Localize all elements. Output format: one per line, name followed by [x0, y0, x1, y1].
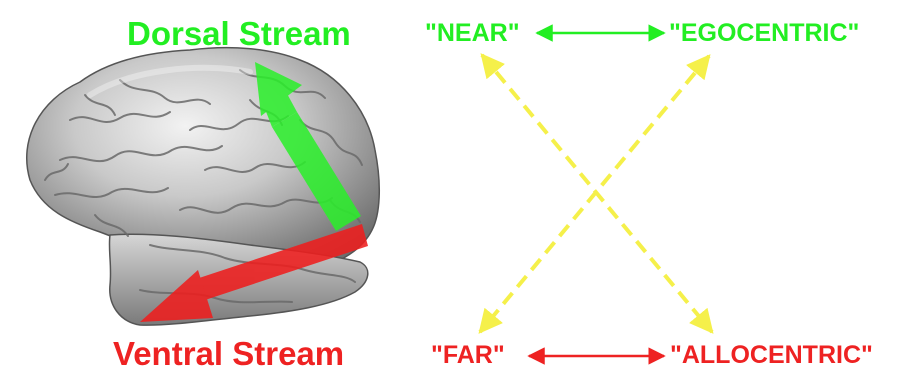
egocentric-far-link — [480, 56, 709, 332]
far-label: "FAR" — [431, 343, 505, 368]
dorsal-stream-title: Dorsal Stream — [127, 17, 351, 50]
egocentric-label: "EGOCENTRIC" — [669, 21, 859, 46]
allocentric-label: "ALLOCENTRIC" — [670, 343, 873, 368]
ventral-stream-title: Ventral Stream — [113, 337, 344, 370]
near-label: "NEAR" — [425, 21, 520, 46]
